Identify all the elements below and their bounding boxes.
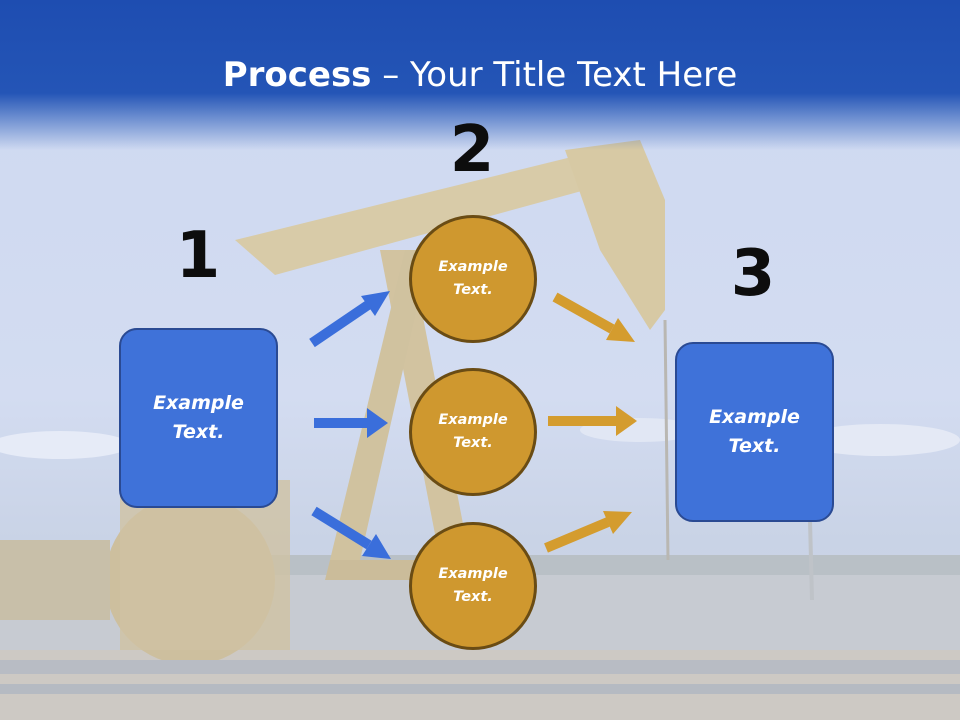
step-number-1: 1	[175, 219, 221, 293]
title-rest-part: – Your Title Text Here	[371, 55, 738, 95]
step-1-box-text: Example Text.	[153, 392, 244, 443]
arrow-blue-up	[309, 291, 390, 348]
arrow-blue-down	[311, 506, 391, 559]
step-number-3: 3	[730, 237, 776, 311]
step-2-circle-bottom: Example Text.	[409, 522, 537, 650]
step-2-circle-middle-text: Example Text.	[438, 412, 508, 451]
arrow-gold-down	[552, 292, 635, 342]
step-2-circle-bottom-text: Example Text.	[438, 566, 508, 605]
step-number-2: 2	[449, 113, 495, 187]
step-2-circle-top-text: Example Text.	[438, 259, 508, 298]
slide-title: Process – Your Title Text Here	[0, 52, 960, 98]
step-1-box: Example Text.	[119, 328, 278, 508]
arrow-gold-middle	[548, 406, 637, 436]
step-3-box: Example Text.	[675, 342, 834, 522]
step-3-box-text: Example Text.	[709, 406, 800, 457]
title-band	[0, 0, 960, 150]
arrow-gold-up	[544, 511, 632, 553]
title-bold-part: Process	[222, 55, 372, 95]
step-2-circle-top: Example Text.	[409, 215, 537, 343]
step-2-circle-middle: Example Text.	[409, 368, 537, 496]
arrow-blue-middle	[314, 408, 388, 438]
